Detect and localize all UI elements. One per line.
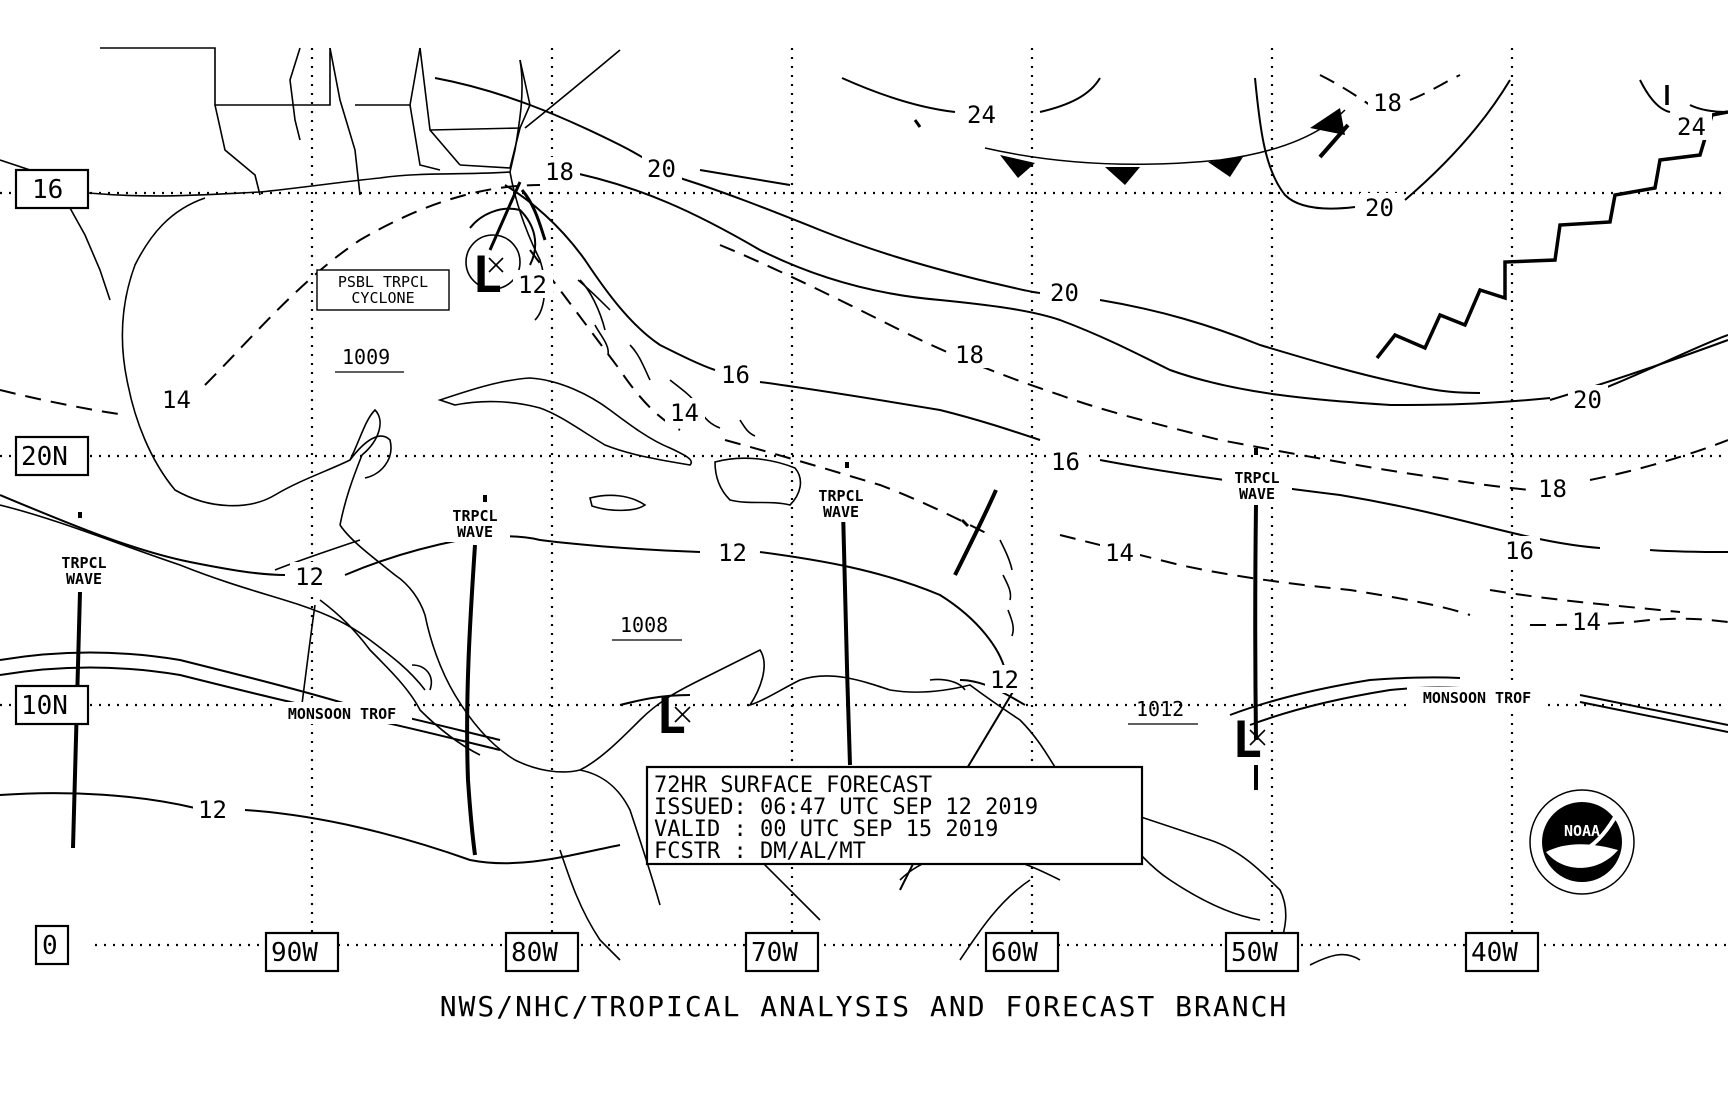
pressure-center-values: 1009 1008 1012 [335,345,1198,725]
isobar-label: 18 [955,341,984,369]
isobar-label: 14 [670,399,699,427]
isobar-label: 14 [1572,608,1601,636]
isobar-label: 18 [545,158,574,186]
forecast-info-box: 72HR SURFACE FORECAST ISSUED: 06:47 UTC … [645,765,1144,866]
svg-text:TRPCL: TRPCL [61,554,106,572]
lon-label-70w: 70W [751,938,798,968]
isobar-label: 20 [1573,386,1602,414]
svg-text:WAVE: WAVE [66,570,102,588]
corner-label: 16 [32,175,63,205]
isobar-label: 20 [1365,194,1394,222]
low-symbol: L [472,246,502,304]
low-caribbean: L [656,687,691,745]
lat-label-10n: 10N [21,691,68,721]
svg-text:CYCLONE: CYCLONE [351,289,414,307]
svg-text:PSBL TRPCL: PSBL TRPCL [338,273,428,291]
isobar-label: 12 [198,796,227,824]
svg-text:TRPCL: TRPCL [452,507,497,525]
lon-label-60w: 60W [991,938,1038,968]
isobar-label: 12 [518,271,547,299]
isobar-label: 12 [718,539,747,567]
isobar-label: 16 [1051,448,1080,476]
isobar-label: 24 [967,101,996,129]
isobar-label: 14 [1105,539,1134,567]
lat-label-0: 0 [42,931,58,961]
lon-label-40w: 40W [1471,938,1518,968]
isobar-label: 12 [990,666,1019,694]
pressure-value: 1012 [1136,697,1184,721]
noaa-logo: NOAA [1529,789,1635,895]
step-boundary [1375,110,1728,360]
low-pressure-centers: L L L [465,181,1266,769]
low-symbol: L [1232,711,1262,769]
svg-text:MONSOON TROF: MONSOON TROF [288,705,396,723]
lat-label-20n: 20N [21,442,68,472]
isobar-label: 18 [1373,89,1402,117]
low-atlantic: L [1232,711,1266,769]
isobar-label: 16 [1505,537,1534,565]
coastlines [0,47,1361,966]
svg-text:WAVE: WAVE [1239,485,1275,503]
svg-text:TRPCL: TRPCL [818,487,863,505]
isobar-label: 20 [1050,279,1079,307]
possible-cyclone-label: PSBL TRPCL CYCLONE [316,269,450,311]
longitude-labels: 90W 80W 70W 60W 50W 40W [264,931,1540,973]
svg-text:WAVE: WAVE [823,503,859,521]
isobar-label: 12 [295,563,324,591]
forecast-issued: ISSUED: 06:47 UTC SEP 12 2019 [654,795,1038,820]
stationary-front [913,108,1350,185]
lon-label-90w: 90W [271,938,318,968]
tropical-wave-labels: TRPCL WAVE TRPCL WAVE TRPCL WAVE TRPCL W… [50,468,1292,589]
forecast-title: 72HR SURFACE FORECAST [654,773,932,798]
svg-text:TRPCL: TRPCL [1234,469,1279,487]
lon-label-50w: 50W [1231,938,1278,968]
monsoon-trough-labels: MONSOON TROF MONSOON TROF [272,687,1547,724]
noaa-logo-text: NOAA [1564,822,1600,840]
pressure-value: 1008 [620,613,668,637]
isobar-label: 24 [1677,113,1706,141]
forecast-valid: VALID : 00 UTC SEP 15 2019 [654,817,998,842]
isobar-label: 14 [162,386,191,414]
pressure-value: 1009 [342,345,390,369]
isobars [0,74,1728,891]
isobar-label: 18 [1538,475,1567,503]
footer-branch: NWS/NHC/TROPICAL ANALYSIS AND FORECAST B… [440,990,1289,1023]
lon-label-80w: 80W [511,938,558,968]
latitude-labels: 16 20N 10N 0 [14,168,90,966]
svg-text:WAVE: WAVE [457,523,493,541]
isobar-labels: 14 12 12 12 12 12 18 20 16 14 24 20 18 1… [157,88,1712,824]
low-gulf: L [465,181,522,304]
isobar-label: 16 [721,361,750,389]
svg-text:MONSOON TROF: MONSOON TROF [1423,689,1531,707]
isobar-label: 20 [647,155,676,183]
forecast-forecaster: FCSTR : DM/AL/MT [654,839,866,864]
